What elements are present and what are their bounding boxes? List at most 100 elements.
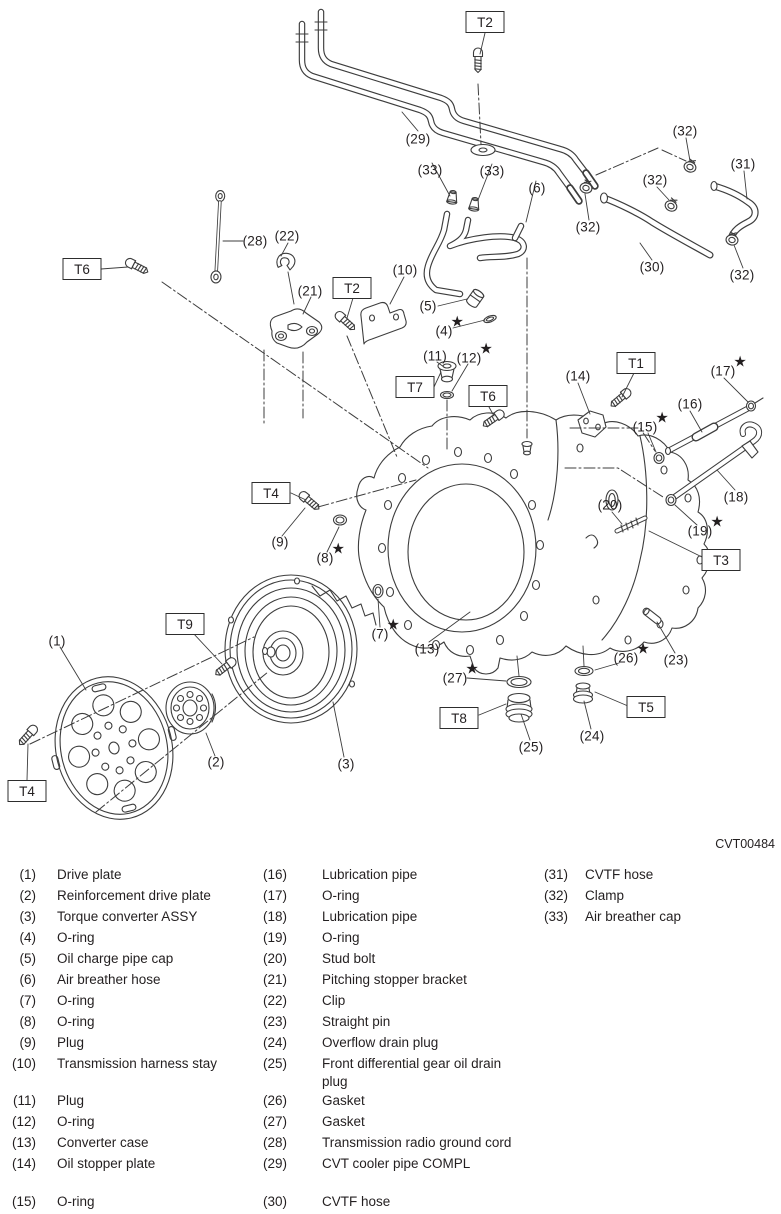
torque-label-t5: T5 xyxy=(626,696,666,718)
callout-label: (20) xyxy=(597,497,623,513)
parts-list: (1)Drive plate (16) Lubrication pipe (31)CV… xyxy=(0,864,781,1212)
callout-label: (3) xyxy=(337,756,355,772)
parts-list-cell: (4) O-ring xyxy=(0,927,251,948)
part-number: (20) xyxy=(262,951,287,966)
part-name: Oil stopper plate xyxy=(57,1156,156,1171)
callout-label: (15) xyxy=(632,419,658,435)
parts-list-cell: (25)Front differential gear oil drain pl… xyxy=(251,1053,520,1090)
parts-list-cell: (15)O-ring xyxy=(0,1191,251,1212)
part-name: Reinforcement drive plate xyxy=(57,888,211,903)
callout-4: (4)★ xyxy=(435,315,464,339)
replacement-part-star-icon: ★ xyxy=(331,540,346,558)
part-number: (4) xyxy=(19,930,37,945)
part-name: Transmission harness stay xyxy=(57,1056,218,1071)
parts-list-cell: (9)Plug xyxy=(0,1032,251,1053)
callout-label: (33) xyxy=(417,162,443,178)
parts-list-cell: (21) Pitching stopper bracket xyxy=(251,969,520,990)
callout-label: (32) xyxy=(575,219,601,235)
part-number: (30) xyxy=(262,1194,287,1209)
parts-list-cell: (1)Drive plate xyxy=(0,864,251,885)
callout-label: (32) xyxy=(672,123,698,139)
parts-list-row: (1)Drive plate (16) Lubrication pipe (31)CV… xyxy=(0,864,781,885)
callout-label: (16) xyxy=(677,396,703,412)
torque-label-t4-bottom: T4 xyxy=(7,780,47,802)
part-number: (3) xyxy=(19,909,37,924)
replacement-part-star-icon: ★ xyxy=(710,513,725,531)
part-name: O-ring xyxy=(57,1014,95,1029)
parts-list-cell: (27)Gasket xyxy=(251,1111,520,1132)
part-number: (15) xyxy=(11,1194,36,1209)
torque-label-t7: T7 xyxy=(395,376,435,398)
part-number: (26) xyxy=(262,1093,287,1108)
part-name: Pitching stopper bracket xyxy=(322,972,467,987)
replacement-part-star-icon: ★ xyxy=(479,340,494,358)
callout-32a: (32) xyxy=(673,124,698,139)
parts-list-cell: (31)CVTF hose xyxy=(520,864,781,885)
part-number: (9) xyxy=(19,1035,37,1050)
part-number: (5) xyxy=(19,951,37,966)
parts-list-cell xyxy=(520,1090,781,1111)
part-name: Lubrication pipe xyxy=(322,867,418,882)
callout-12: (12)★ xyxy=(456,342,493,366)
callout-label: (12) xyxy=(456,350,482,366)
callout-label: (26) xyxy=(613,650,639,666)
replacement-part-star-icon: ★ xyxy=(450,313,465,331)
part-number: (16) xyxy=(262,867,287,882)
parts-list-cell xyxy=(520,1011,781,1032)
torque-label-t2-mid: T2 xyxy=(332,277,372,299)
callout-label: (31) xyxy=(730,156,756,172)
parts-list-cell: (13) Converter case xyxy=(0,1132,251,1153)
part-number: (13) xyxy=(11,1135,36,1150)
part-name: O-ring xyxy=(57,930,95,945)
callout-13: (13) xyxy=(415,642,440,657)
callout-label: (17) xyxy=(710,363,736,379)
callout-19: (19)★ xyxy=(688,515,724,539)
parts-list-row: (6)Air breather hose(21)Pitching stopper… xyxy=(0,969,781,990)
part-name: Air breather hose xyxy=(57,972,161,987)
part-name: CVTF hose xyxy=(585,867,654,882)
callout-26: (26)★ xyxy=(613,642,650,666)
part-number: (18) xyxy=(262,909,287,924)
parts-list-cell xyxy=(520,969,781,990)
parts-list-cell xyxy=(520,1053,781,1090)
parts-list-cell: (12)O-ring xyxy=(0,1111,251,1132)
callout-label: (10) xyxy=(392,262,418,278)
callout-27: (27)★ xyxy=(443,662,479,686)
part-name: O-ring xyxy=(322,888,360,903)
parts-list-cell: (5)Oil charge pipe cap xyxy=(0,948,251,969)
replacement-part-star-icon: ★ xyxy=(636,640,651,658)
parts-list-row: (14)Oil stopper plate(29)CVT cooler pipe… xyxy=(0,1153,781,1191)
part-name: Converter case xyxy=(57,1135,149,1150)
parts-list-cell: (23)Straight pin xyxy=(251,1011,520,1032)
parts-list-cell: (8)O-ring xyxy=(0,1011,251,1032)
parts-list-cell: (16) Lubrication pipe xyxy=(251,864,520,885)
torque-label-t4-mid: T4 xyxy=(251,482,291,504)
part-number: (21) xyxy=(262,972,287,987)
callout-15: (15)★ xyxy=(632,411,669,435)
replacement-part-star-icon: ★ xyxy=(733,353,748,371)
callout-label: (13) xyxy=(414,641,440,657)
parts-list-cell xyxy=(520,948,781,969)
parts-list-cell: (18)Lubrication pipe xyxy=(251,906,520,927)
callout-33b: (33) xyxy=(480,164,505,179)
callout-5: (5) xyxy=(419,299,436,314)
part-name: Transmission radio ground cord xyxy=(322,1135,512,1150)
part-number: (24) xyxy=(262,1035,287,1050)
callout-30: (30) xyxy=(640,260,665,275)
part-number: (19) xyxy=(262,930,287,945)
parts-list-row: (12)O-ring(27)Gasket xyxy=(0,1111,781,1132)
part-name: Clip xyxy=(322,993,346,1008)
callout-17: (17)★ xyxy=(710,355,747,379)
part-number: (10) xyxy=(11,1056,36,1071)
part-name: CVTF hose xyxy=(322,1194,391,1209)
part-name: O-ring xyxy=(322,930,360,945)
parts-list-row: (9)Plug(24)Overflow drain plug xyxy=(0,1032,781,1053)
parts-list-row: (7)O-ring(22)Clip xyxy=(0,990,781,1011)
parts-list-row: (15)O-ring (30) CVTF hose xyxy=(0,1191,781,1212)
part-name: Clamp xyxy=(585,888,625,903)
callout-11: (11) xyxy=(423,349,447,364)
parts-list-cell xyxy=(520,1153,781,1191)
callout-29: (29) xyxy=(406,132,431,147)
callout-31: (31) xyxy=(731,157,756,172)
part-name: O-ring xyxy=(57,1114,95,1129)
